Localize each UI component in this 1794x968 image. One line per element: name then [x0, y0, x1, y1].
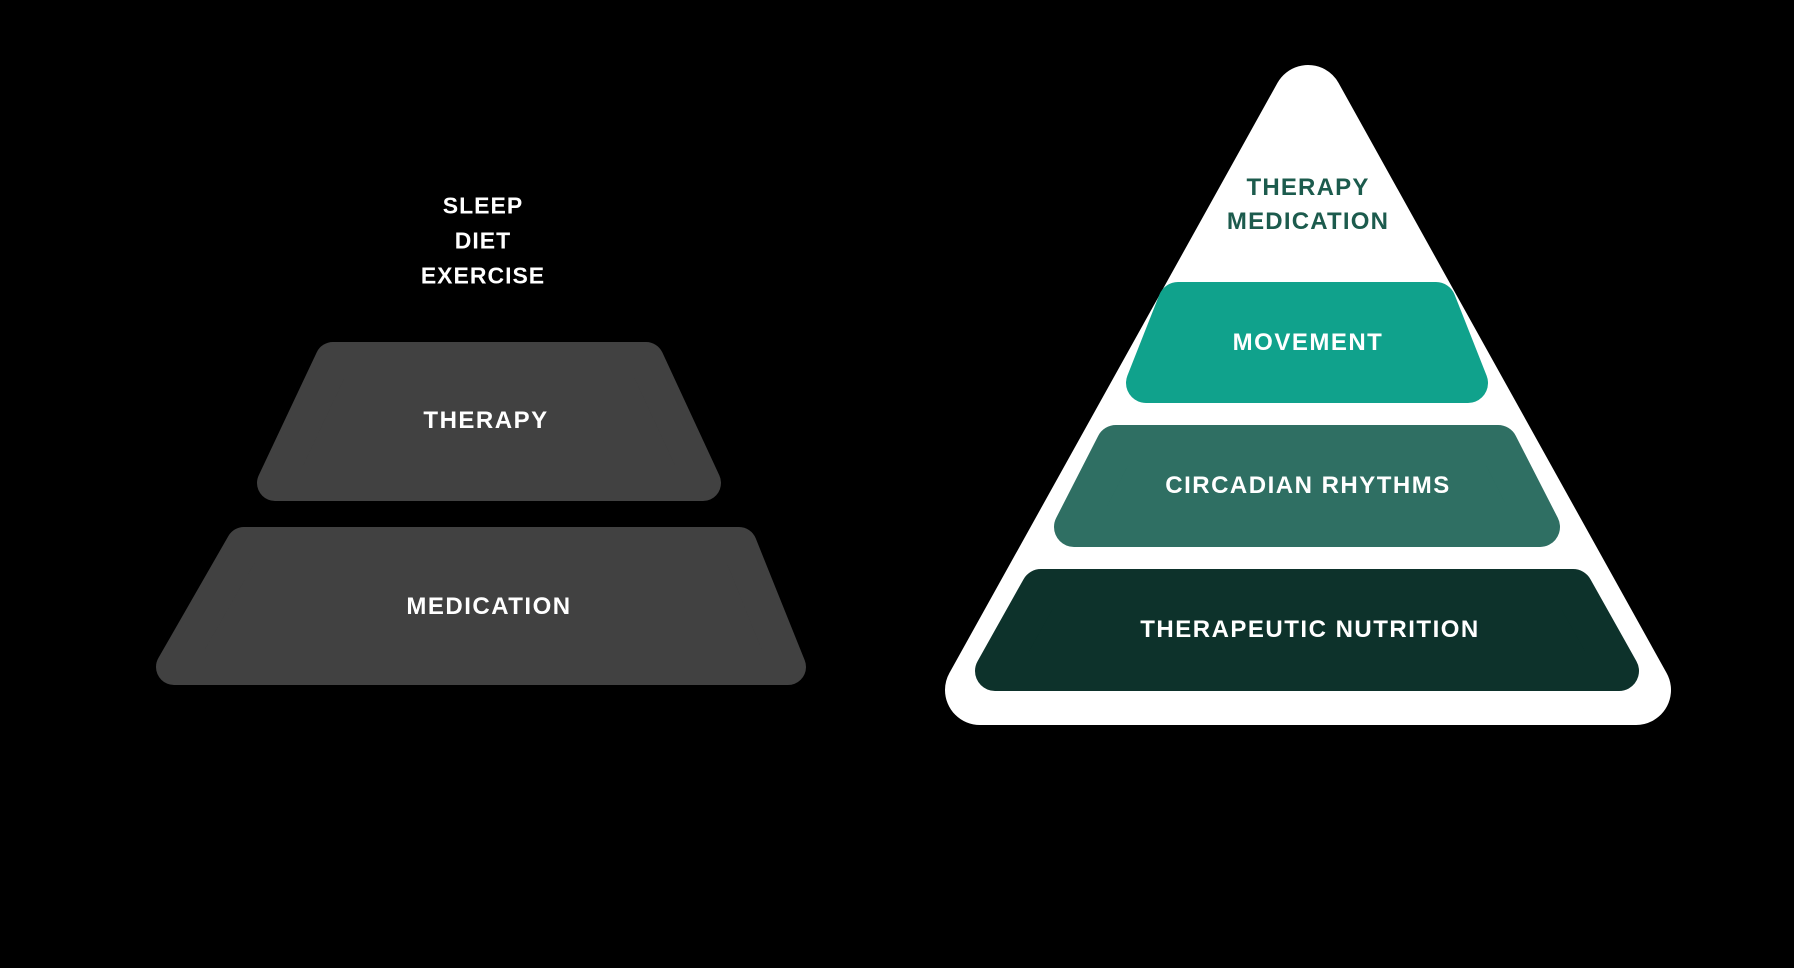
left-tier-label-medication: MEDICATION: [406, 593, 572, 620]
left-pyramid-tier-medication-shape: [156, 527, 806, 685]
right-tier-label-circadian-rhythms: CIRCADIAN RHYTHMS: [1165, 472, 1451, 499]
right-pyramid-tier-movement-shape: [1126, 282, 1488, 403]
right-pyramid-tier-nutrition-shape: [975, 569, 1639, 691]
annotation-line-sleep: SLEEP: [442, 192, 524, 219]
right-pyramid-apex-text: THERAPY MEDICATION: [1227, 171, 1389, 239]
apex-line-medication: MEDICATION: [1226, 208, 1390, 235]
right-pyramid-tier-circadian-shape: [1054, 425, 1560, 547]
annotation-line-diet: DIET: [454, 227, 512, 254]
apex-line-therapy: THERAPY: [1246, 174, 1370, 201]
right-tier-label-therapeutic-nutrition: THERAPEUTIC NUTRITION: [1140, 616, 1480, 643]
annotation-line-exercise: EXERCISE: [420, 262, 546, 289]
left-pyramid-tier-therapy-shape: [257, 342, 721, 501]
right-tier-label-movement: MOVEMENT: [1232, 329, 1384, 356]
left-pyramid-annotation: SLEEP DIET EXERCISE: [421, 189, 545, 294]
left-tier-label-therapy: THERAPY: [423, 407, 549, 434]
